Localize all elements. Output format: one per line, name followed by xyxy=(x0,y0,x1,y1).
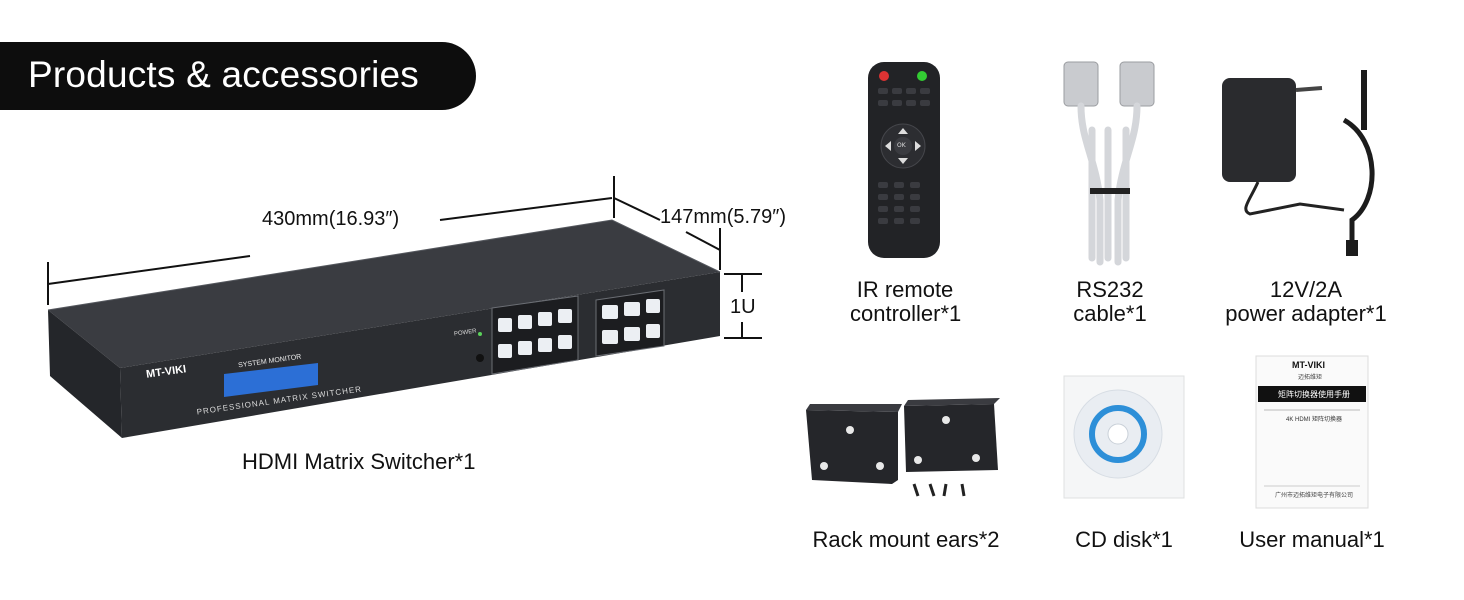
ir-remote-label: IR remote controller*1 xyxy=(850,277,962,326)
manual-brand-cn: 迈拓维矩 xyxy=(1298,375,1323,381)
hdmi-matrix-switcher-label: HDMI Matrix Switcher*1 xyxy=(242,449,476,474)
rs232-cable-label-line1: RS232 xyxy=(1076,277,1144,302)
user-manual-label: User manual*1 xyxy=(1239,527,1385,552)
rs232-cable-label-line2: cable*1 xyxy=(1073,301,1147,326)
manual-brand: MT-VIKI xyxy=(1292,360,1325,370)
depth-dimension: 147mm(5.79″) xyxy=(660,206,787,228)
rs232-cable-image xyxy=(1063,61,1155,266)
power-adapter-label: 12V/2A power adapter*1 xyxy=(1214,278,1398,326)
power-adapter-image xyxy=(1222,70,1375,256)
ir-remote-label-line1: IR remote xyxy=(856,277,954,302)
hdmi-matrix-switcher-image xyxy=(47,219,721,438)
cd-disk-image xyxy=(1063,375,1185,499)
rack-mount-ears-label: Rack mount ears*2 xyxy=(812,527,1000,552)
manual-company: 广州市迈拓维矩电子有限公司 xyxy=(1274,493,1353,499)
width-dimension: 430mm(16.93″) xyxy=(262,208,400,230)
rs232-cable-label: RS232 cable*1 xyxy=(1062,278,1158,326)
title-banner: Products & accessories xyxy=(0,42,476,110)
remote-ok-label: OK xyxy=(897,142,906,149)
manual-subtitle: 4K HDMI 矩阵切换器 xyxy=(1285,417,1342,423)
manual-title: 矩阵切换器使用手册 xyxy=(1278,390,1350,399)
user-manual-image xyxy=(1255,355,1369,509)
dimension-lines xyxy=(47,176,762,339)
rack-mount-ears-image xyxy=(806,398,1000,497)
page-title: Products & accessories xyxy=(28,54,420,95)
power-adapter-label-line1: 12V/2A xyxy=(1269,277,1343,302)
ir-remote-label-line2: controller*1 xyxy=(850,301,962,326)
height-dimension: 1U xyxy=(730,296,756,318)
power-adapter-label-line2: power adapter*1 xyxy=(1225,301,1387,326)
ir-remote-image xyxy=(868,62,940,258)
cd-disk-label: CD disk*1 xyxy=(1075,527,1173,552)
